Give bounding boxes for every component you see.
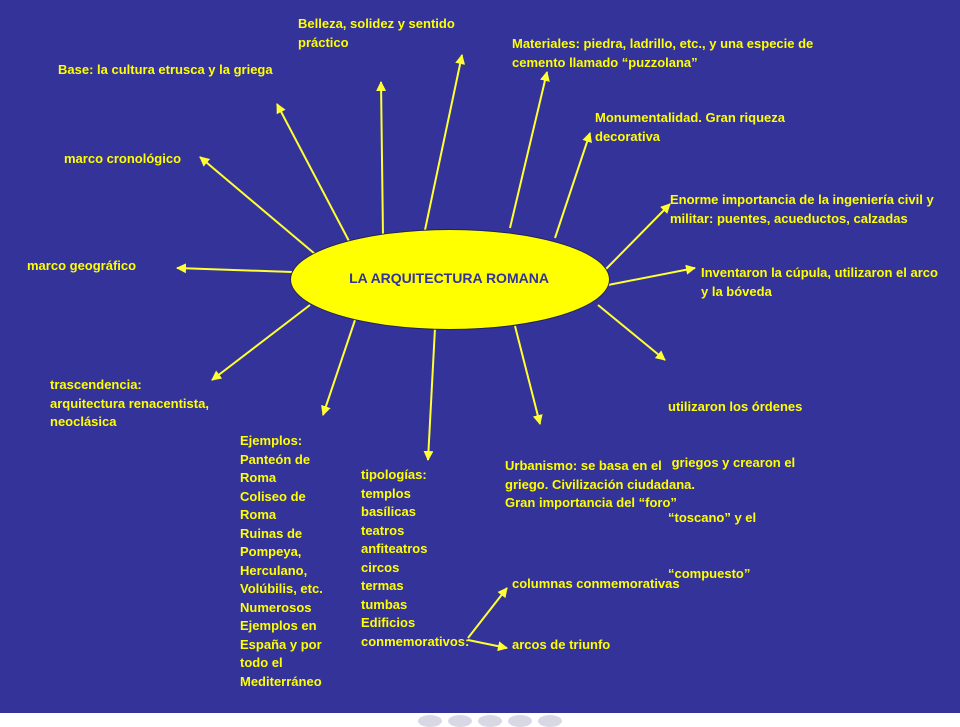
node-line: griegos y crearon el	[668, 454, 796, 470]
arrow-materiales	[509, 71, 550, 229]
node-line: teatros	[361, 522, 405, 538]
node-marco-geografico: marco geográfico	[27, 257, 136, 276]
center-ellipse	[290, 229, 610, 330]
node-line: Roma	[240, 470, 277, 485]
node-line: anfiteatros	[361, 541, 428, 556]
arrow-ejemplos	[321, 319, 356, 416]
node-ingenieria: Enorme importancia de la ingeniería civi…	[670, 191, 934, 228]
nav-dot[interactable]	[448, 715, 472, 727]
arrow-ordenes	[597, 304, 666, 361]
node-line: trascendencia:	[50, 377, 142, 392]
node-line: “toscano” y el	[668, 510, 757, 525]
node-line: tipologías:	[361, 467, 427, 482]
node-line: militar: puentes, acueductos, calzadas	[670, 210, 908, 226]
arrow-arcos	[467, 639, 508, 652]
node-line: Base: la cultura etrusca y la griega	[58, 62, 273, 77]
node-line: columnas conmemorativas	[512, 576, 680, 591]
node-columnas: columnas conmemorativas	[512, 575, 680, 594]
node-line: marco geográfico	[27, 258, 137, 273]
node-line: Numerosos	[240, 599, 312, 615]
arrow-solidez	[376, 81, 387, 237]
node-base: Base: la cultura etrusca y la griega	[58, 61, 273, 80]
node-line: neoclásica	[50, 414, 117, 429]
nav-dot[interactable]	[418, 715, 442, 727]
node-line: Coliseo de	[240, 488, 306, 504]
node-line: marco cronológico	[64, 151, 182, 166]
arrow-marco-cronologico	[199, 156, 316, 255]
node-line: Edificios	[361, 615, 416, 630]
node-line: Urbanismo: se basa en el	[505, 458, 662, 473]
nav-dot[interactable]	[538, 715, 562, 727]
arrow-tipologias	[423, 327, 436, 461]
node-line: cemento llamado “puzzolana”	[512, 54, 698, 70]
node-tipologias: tipologías: templos basílicas teatros an…	[361, 466, 469, 651]
node-line: España y por	[240, 636, 322, 652]
node-line: decorativa	[595, 128, 661, 144]
arrow-columnas	[467, 587, 508, 639]
node-arcos: arcos de triunfo	[512, 636, 610, 655]
arrow-base	[276, 103, 351, 244]
node-line: tumbas	[361, 596, 408, 612]
nav-dot[interactable]	[508, 715, 532, 727]
arrow-belleza	[424, 54, 466, 231]
node-line: Pompeya,	[240, 544, 302, 559]
node-line: práctico	[298, 34, 349, 50]
node-ordenes: utilizaron los órdenes griegos y crearon…	[668, 361, 802, 620]
arrow-cupula	[607, 264, 696, 286]
node-line: basílicas	[361, 504, 416, 519]
node-line: Ruinas de	[240, 525, 303, 541]
node-line: Monumentalidad. Gran riqueza	[595, 110, 785, 125]
node-line: Ejemplos en	[240, 618, 317, 633]
node-line: y la bóveda	[701, 283, 772, 299]
node-line: Herculano,	[240, 562, 308, 578]
node-cupula: Inventaron la cúpula, utilizaron el arco…	[701, 264, 938, 301]
node-line: Belleza, solidez y sentido	[298, 16, 455, 31]
node-ejemplos: Ejemplos: Panteón de Roma Coliseo de Rom…	[240, 432, 323, 691]
node-line: arcos de triunfo	[512, 637, 611, 652]
node-line: termas	[361, 578, 404, 593]
node-line: utilizaron los órdenes	[668, 399, 803, 414]
arrow-marco-geografico	[176, 263, 293, 274]
node-line: Roma	[240, 507, 277, 522]
node-marco-cronologico: marco cronológico	[64, 150, 181, 169]
node-belleza: Belleza, solidez y sentido práctico	[298, 15, 455, 52]
node-trascendencia: trascendencia: arquitectura renacentista…	[50, 376, 209, 432]
node-line: Gran importancia del “foro”	[505, 495, 677, 510]
center-title: LA ARQUITECTURA ROMANA	[349, 270, 549, 286]
node-line: Panteón de	[240, 451, 311, 467]
node-monumentalidad: Monumentalidad. Gran riqueza decorativa	[595, 109, 785, 146]
node-line: Mediterráneo	[240, 673, 322, 689]
slide-nav-dots	[0, 713, 960, 727]
arrow-urbanismo	[514, 325, 543, 425]
node-line: conmemorativos:	[361, 633, 470, 649]
node-line: templos	[361, 485, 411, 501]
node-line: Inventaron la cúpula, utilizaron el arco	[701, 265, 938, 280]
node-line: Volúbilis, etc.	[240, 581, 323, 596]
arrow-ingenieria	[604, 203, 671, 271]
node-line: Materiales: piedra, ladrillo, etc., y un…	[512, 36, 814, 51]
arrow-monumentalidad	[554, 132, 592, 239]
node-line: griego. Civilización ciudadana.	[505, 476, 695, 492]
node-urbanismo: Urbanismo: se basa en el griego. Civiliz…	[505, 457, 695, 513]
node-line: “compuesto”	[668, 565, 751, 581]
node-line: todo el	[240, 655, 283, 670]
nav-dot[interactable]	[478, 715, 502, 727]
arrow-trascendencia	[211, 304, 311, 381]
node-line: arquitectura renacentista,	[50, 395, 209, 411]
node-line: Ejemplos:	[240, 433, 303, 448]
node-line: circos	[361, 559, 400, 575]
node-line: Enorme importancia de la ingeniería civi…	[670, 192, 934, 207]
node-materiales: Materiales: piedra, ladrillo, etc., y un…	[512, 35, 813, 72]
